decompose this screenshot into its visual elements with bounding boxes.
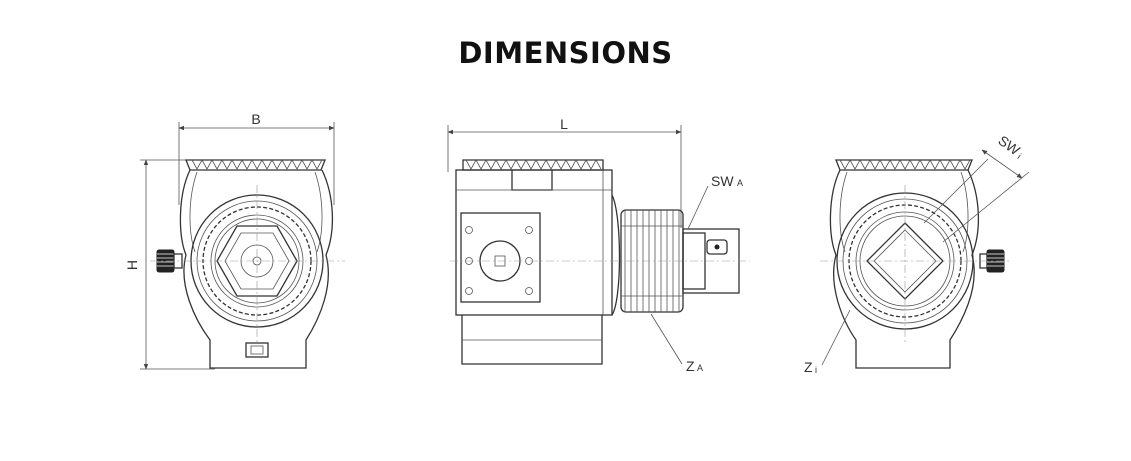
sw-i-dimension-line — [981, 149, 1023, 179]
page-title: DIMENSIONS — [458, 36, 673, 70]
sw-a-label: SW — [711, 173, 734, 189]
z-a-subscript: A — [697, 363, 703, 373]
z-i-label: Z — [804, 359, 813, 375]
length-label: L — [560, 116, 568, 132]
sw-a-subscript: A — [737, 178, 743, 188]
sw-i-subscript: i — [1016, 152, 1023, 161]
side-view: L — [447, 116, 750, 374]
width-label: B — [251, 111, 260, 127]
height-label: H — [124, 260, 140, 270]
rear-view: SW i Z i — [804, 132, 1030, 375]
z-a-label: Z — [686, 358, 695, 374]
front-view: B H — [124, 111, 345, 370]
z-i-subscript: i — [815, 365, 817, 375]
